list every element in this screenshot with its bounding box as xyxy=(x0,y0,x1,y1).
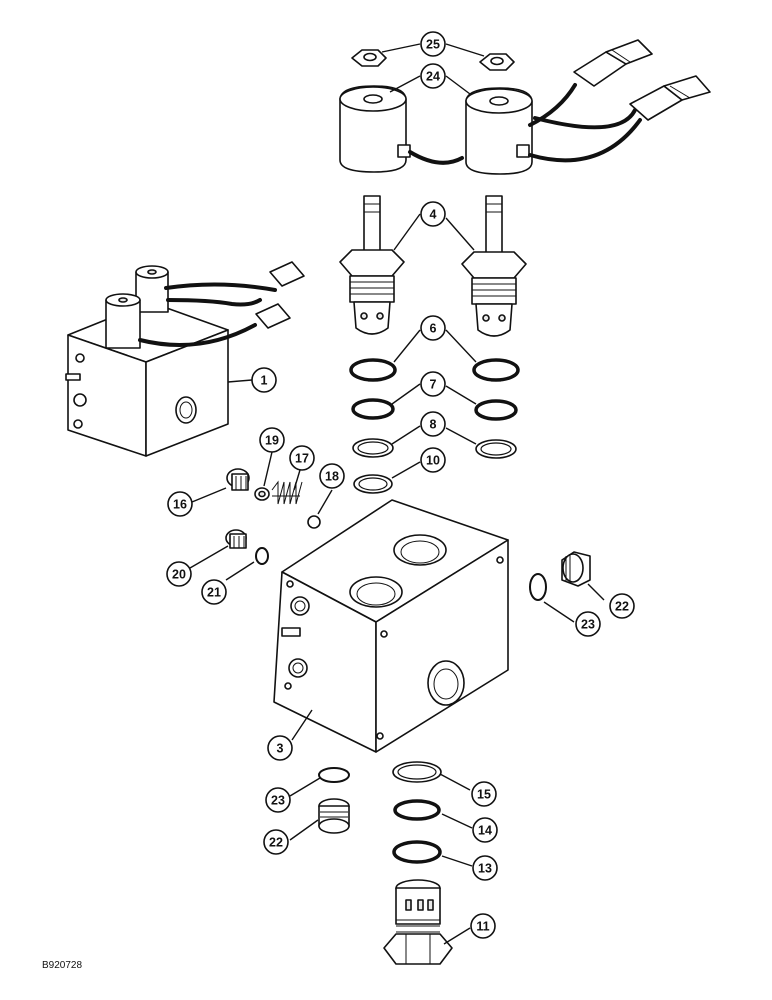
part-25-nut-left xyxy=(351,49,387,67)
part-24-coil-right xyxy=(465,87,533,175)
svg-text:25: 25 xyxy=(426,38,440,52)
leader-lines xyxy=(189,43,605,945)
svg-text:22: 22 xyxy=(615,600,629,614)
callout-15: 15 xyxy=(471,781,497,807)
part-6-oring-right xyxy=(472,358,520,382)
callout-4: 4 xyxy=(420,201,446,227)
svg-text:6: 6 xyxy=(430,322,437,336)
callout-7: 7 xyxy=(420,371,446,397)
svg-text:1: 1 xyxy=(261,374,268,388)
part-7-oring-left xyxy=(351,398,395,420)
part-23-oring-right xyxy=(529,573,547,601)
part-6-oring-left xyxy=(349,358,397,382)
part-11-cartridge xyxy=(383,879,453,965)
svg-text:13: 13 xyxy=(478,862,492,876)
svg-text:8: 8 xyxy=(430,418,437,432)
svg-text:3: 3 xyxy=(277,742,284,756)
part-7-oring-right xyxy=(474,399,518,421)
callout-11: 11 xyxy=(470,913,496,939)
callout-23-lower: 23 xyxy=(265,787,291,813)
part-19-poppet xyxy=(254,487,270,501)
part-16-plug xyxy=(226,468,250,491)
callout-21: 21 xyxy=(201,579,227,605)
callout-17: 17 xyxy=(289,445,315,471)
part-15-ring xyxy=(392,761,442,783)
callout-16: 16 xyxy=(167,491,193,517)
svg-text:22: 22 xyxy=(269,836,283,850)
svg-text:7: 7 xyxy=(430,378,437,392)
svg-text:16: 16 xyxy=(173,498,187,512)
part-8-ring-right xyxy=(475,439,517,459)
part-21-oring xyxy=(255,547,269,565)
callout-14: 14 xyxy=(472,817,498,843)
callout-25: 25 xyxy=(420,31,446,57)
connector-upper xyxy=(573,39,653,87)
callout-23-right: 23 xyxy=(575,611,601,637)
part-17-spring xyxy=(271,480,303,505)
part-25-nut-right xyxy=(479,53,515,71)
svg-text:11: 11 xyxy=(476,920,489,934)
part-8-ring-left xyxy=(352,438,394,458)
callout-10: 10 xyxy=(420,447,446,473)
part-23-oring-lower xyxy=(318,767,350,783)
part-4-cartridge-left xyxy=(339,195,405,335)
callout-1: 1 xyxy=(251,367,277,393)
svg-text:4: 4 xyxy=(430,208,437,222)
svg-text:17: 17 xyxy=(295,452,309,466)
svg-text:23: 23 xyxy=(581,618,595,632)
part-20-plug xyxy=(225,529,247,549)
reference-code: B920728 xyxy=(42,960,83,971)
svg-text:10: 10 xyxy=(426,454,440,468)
svg-text:15: 15 xyxy=(477,788,491,802)
part-18-ball xyxy=(307,515,321,529)
svg-text:21: 21 xyxy=(207,586,221,600)
callout-18: 18 xyxy=(319,463,345,489)
part-22-plug-right xyxy=(561,551,591,587)
part-10-ring xyxy=(353,474,393,494)
callout-19: 19 xyxy=(259,427,285,453)
part-13-oring xyxy=(392,840,442,864)
callout-24: 24 xyxy=(420,63,446,89)
callout-22-right: 22 xyxy=(609,593,635,619)
svg-text:18: 18 xyxy=(325,470,339,484)
part-1-valve-assembly xyxy=(65,261,305,457)
svg-text:24: 24 xyxy=(426,70,440,84)
callout-6: 6 xyxy=(420,315,446,341)
callout-8: 8 xyxy=(420,411,446,437)
part-4-cartridge-right xyxy=(461,195,527,337)
svg-text:19: 19 xyxy=(265,434,279,448)
part-14-oring xyxy=(393,799,441,821)
callout-13: 13 xyxy=(472,855,498,881)
svg-text:20: 20 xyxy=(172,568,186,582)
callout-20: 20 xyxy=(166,561,192,587)
callout-3: 3 xyxy=(267,735,293,761)
svg-text:23: 23 xyxy=(271,794,285,808)
connector-lower xyxy=(629,75,711,121)
svg-text:14: 14 xyxy=(478,824,492,838)
callout-22-lower: 22 xyxy=(263,829,289,855)
part-24-coil-left xyxy=(339,85,411,173)
part-22-plug-lower xyxy=(318,798,350,834)
part-3-manifold-block xyxy=(273,499,509,753)
